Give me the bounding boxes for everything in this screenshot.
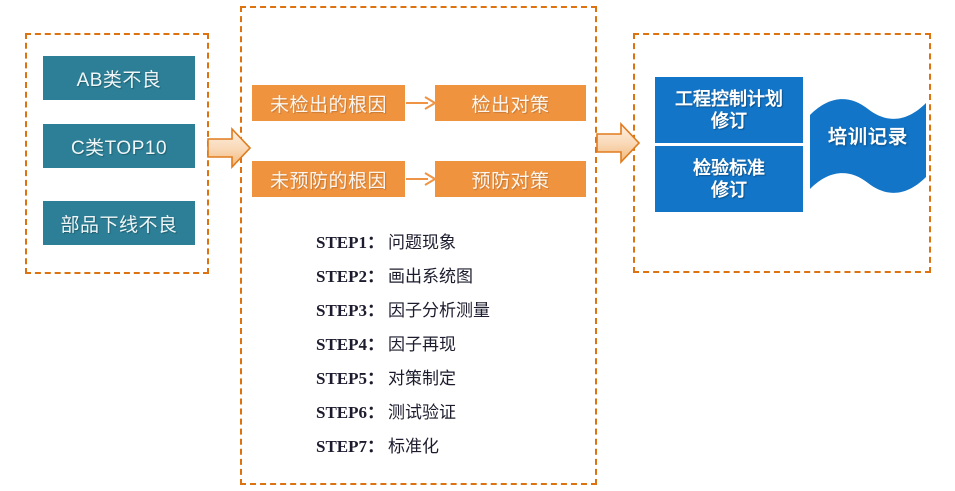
step-key: STEP4 (316, 335, 368, 354)
step-value: 因子分析测量 (388, 301, 491, 320)
action-box-label: 检出对策 (471, 94, 550, 116)
input-box-label: 部品下线不良 (60, 214, 178, 236)
input-box-label: C类TOP10 (70, 137, 168, 159)
step-separator: ： (367, 403, 385, 422)
step-value: 因子再现 (388, 335, 457, 354)
output-box-line2: 修订 (711, 180, 747, 200)
cause-box-label: 未预防的根因 (269, 170, 387, 192)
output-box-line2: 修订 (711, 111, 747, 131)
action-box-detection[interactable]: 检出对策 (435, 85, 586, 121)
step-item: STEP3 ： 因子分析测量 (316, 296, 576, 330)
step-value: 问题现象 (388, 233, 457, 252)
analysis-panel (240, 6, 597, 485)
step-item: STEP6 ： 测试验证 (316, 398, 576, 432)
step-separator: ： (367, 301, 385, 320)
input-box-c-top10[interactable]: C类TOP10 (43, 124, 195, 168)
output-box-line1: 检验标准 (693, 157, 765, 178)
cause-box-undetected[interactable]: 未检出的根因 (252, 85, 405, 121)
step-separator: ： (367, 233, 385, 252)
step-key: STEP2 (316, 267, 368, 286)
step-key: STEP1 (316, 233, 368, 252)
step-value: 对策制定 (388, 369, 457, 388)
cause-box-label: 未检出的根因 (269, 94, 387, 116)
connector-inputs-to-analysis-icon (207, 126, 252, 170)
step-separator: ： (367, 437, 385, 456)
step-key: STEP7 (316, 437, 368, 456)
step-item: STEP4 ： 因子再现 (316, 330, 576, 364)
step-separator: ： (367, 335, 385, 354)
action-box-label: 预防对策 (471, 170, 550, 192)
arrow-right-icon (406, 95, 437, 111)
input-box-ab-defect[interactable]: AB类不良 (43, 56, 195, 100)
step-key: STEP5 (316, 369, 368, 388)
step-value: 测试验证 (388, 403, 457, 422)
step-key: STEP3 (316, 301, 368, 320)
action-box-prevention[interactable]: 预防对策 (435, 161, 586, 197)
step-item: STEP2 ： 画出系统图 (316, 262, 576, 296)
output-box-line1: 工程控制计划 (675, 88, 783, 109)
step-separator: ： (367, 267, 385, 286)
outputs-panel (633, 33, 931, 273)
training-record-banner-icon[interactable] (806, 97, 930, 198)
step-separator: ： (367, 369, 385, 388)
step-list: STEP1 ： 问题现象 STEP2 ： 画出系统图 STEP3 ： 因子分析测… (316, 228, 576, 466)
step-key: STEP6 (316, 403, 368, 422)
step-item: STEP5 ： 对策制定 (316, 364, 576, 398)
step-value: 画出系统图 (388, 267, 474, 286)
arrow-right-icon (406, 171, 437, 187)
input-box-part-offline-defect[interactable]: 部品下线不良 (43, 201, 195, 245)
output-box-inspection-standard-revision[interactable]: 检验标准 修订 (655, 146, 803, 212)
input-box-label: AB类不良 (76, 69, 162, 91)
step-item: STEP1 ： 问题现象 (316, 228, 576, 262)
step-value: 标准化 (388, 437, 440, 456)
step-item: STEP7 ： 标准化 (316, 432, 576, 466)
output-box-control-plan-revision[interactable]: 工程控制计划 修订 (655, 77, 803, 143)
connector-analysis-to-outputs-icon (596, 121, 641, 165)
cause-box-unprevented[interactable]: 未预防的根因 (252, 161, 405, 197)
